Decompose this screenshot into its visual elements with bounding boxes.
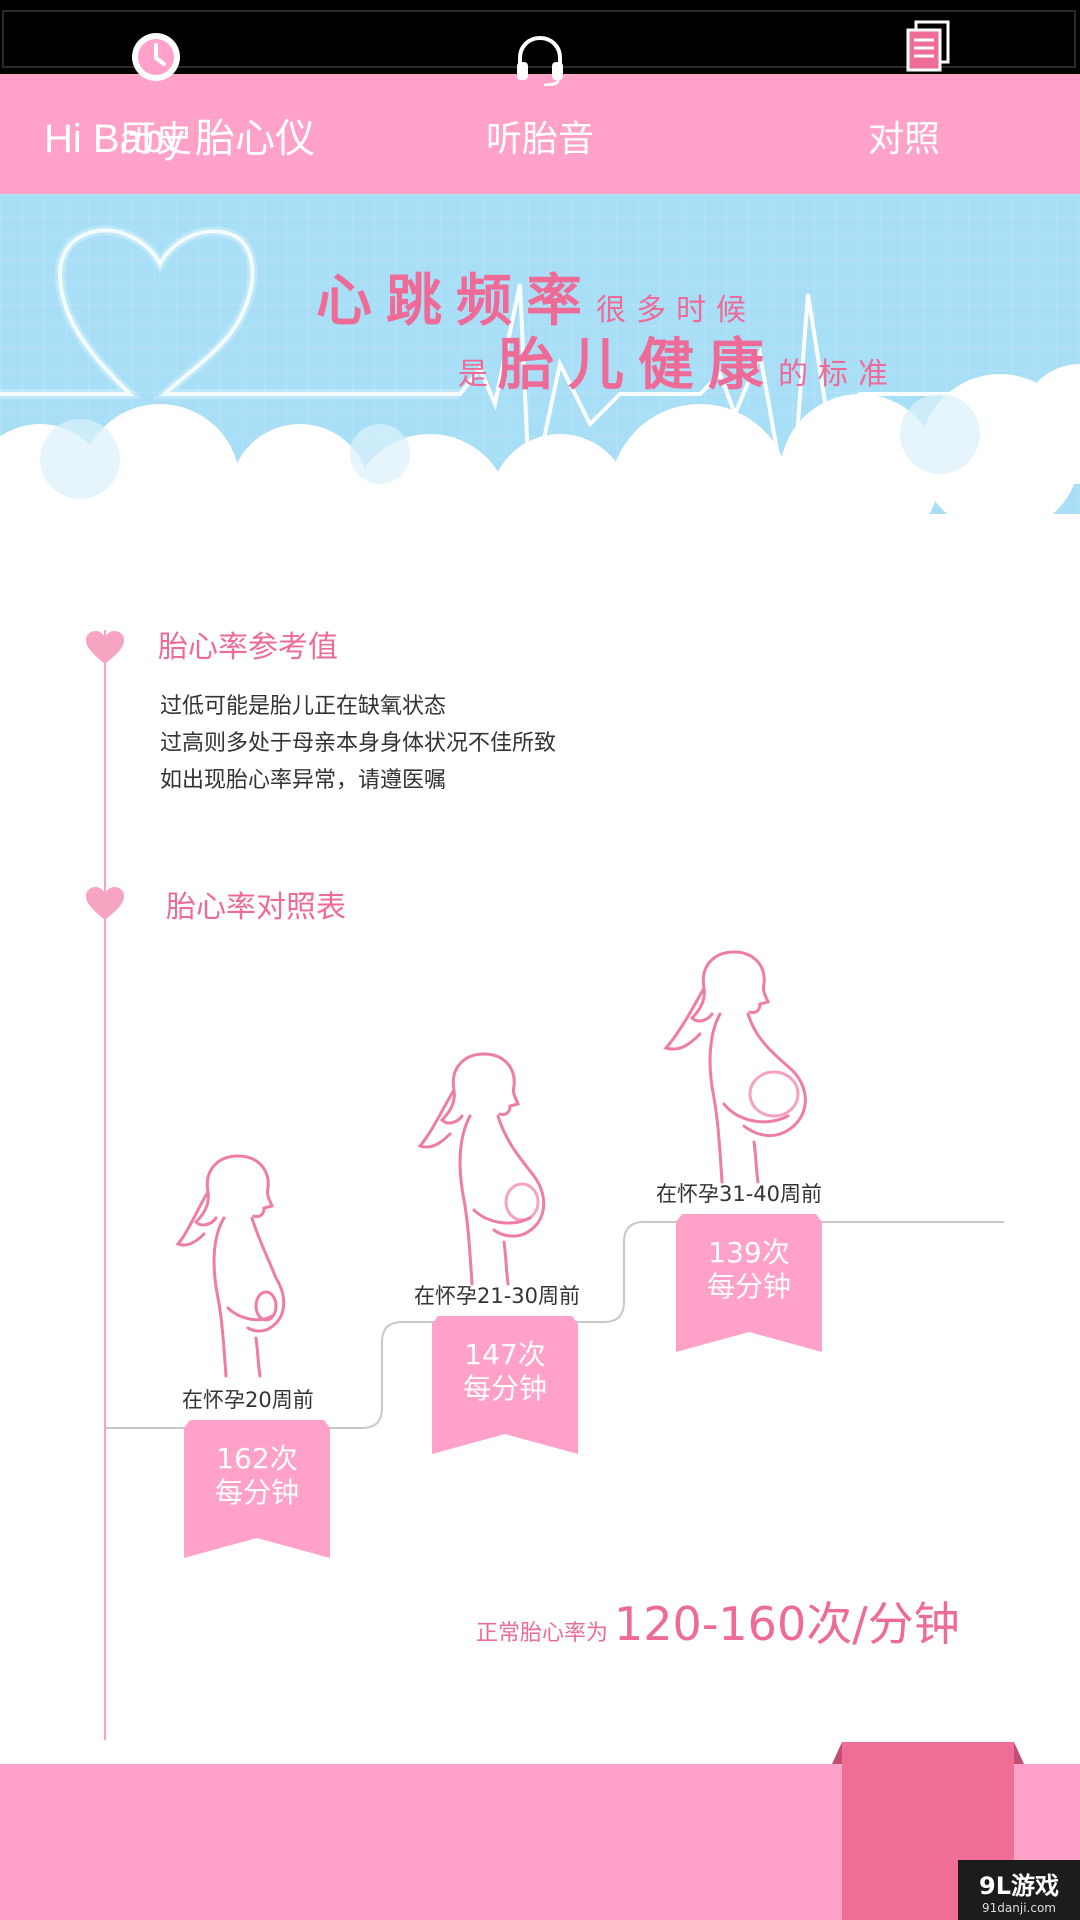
rate-ribbon-31-40w: 139次 每分钟	[676, 1214, 822, 1352]
pregnant-woman-31-40w-illustration	[663, 950, 807, 1184]
reference-line: 如出现胎心率异常，请遵医嘱	[160, 768, 447, 793]
document-icon	[906, 20, 950, 72]
banner-standard: 的标准	[778, 357, 898, 392]
normal-rate-label: 正常胎心率为	[476, 1621, 609, 1646]
nav-history-label: 历史	[119, 119, 192, 160]
watermark-logo: 9L游戏 91danji.com	[958, 1860, 1080, 1920]
normal-rate-value: 120-160次/分钟	[614, 1597, 960, 1651]
banner-heart-rate: 心跳频率	[316, 268, 596, 334]
nav-compare[interactable]: 对照	[842, 0, 1014, 160]
reference-line: 过低可能是胎儿正在缺氧状态	[160, 694, 447, 719]
app-bar: Hi Baby 胎心仪	[0, 74, 1080, 194]
rate-value: 139次	[708, 1236, 790, 1269]
stage-label-31-40w: 在怀孕31-40周前	[656, 1182, 823, 1206]
reference-line: 过高则多处于母亲本身身体状况不佳所致	[160, 731, 557, 756]
banner-line-2: 是胎儿健康的标准	[458, 320, 898, 401]
watermark-main: 9L游戏	[979, 1872, 1059, 1900]
headphones-icon	[517, 35, 563, 86]
timeline-line	[104, 630, 106, 1740]
pregnant-woman-21-30w-illustration	[417, 1052, 546, 1286]
app-title: Hi Baby 胎心仪	[44, 117, 316, 161]
active-tab-flap-right	[1014, 1742, 1024, 1764]
comparison-title: 胎心率对照表	[166, 890, 346, 925]
rate-ribbon-20w: 162次 每分钟	[184, 1420, 330, 1558]
heart-marker-icon	[86, 631, 124, 664]
heart-marker-icon	[86, 887, 124, 920]
pregnant-woman-20w-illustration	[175, 1154, 286, 1378]
banner-fetal-health: 胎儿健康	[498, 332, 778, 398]
stage-label-21-30w: 在怀孕21-30周前	[414, 1284, 581, 1308]
hero-banner	[0, 194, 1080, 614]
rate-value: 162次	[216, 1442, 298, 1475]
banner-often: 很多时候	[596, 293, 756, 328]
active-tab-flap-left	[832, 1742, 842, 1764]
nav-listen[interactable]: 听胎音	[444, 0, 636, 160]
rate-value: 147次	[464, 1338, 546, 1371]
reference-title: 胎心率参考值	[158, 630, 338, 665]
rate-unit: 每分钟	[462, 1372, 547, 1405]
rate-unit: 每分钟	[214, 1476, 299, 1509]
banner-illustration	[0, 194, 1080, 614]
reference-text: 过低可能是胎儿正在缺氧状态 过高则多处于母亲本身身体状况不佳所致 如出现胎心率异…	[160, 688, 556, 799]
rate-unit: 每分钟	[706, 1270, 791, 1303]
banner-line-1: 心跳频率很多时候	[316, 256, 756, 337]
nav-history[interactable]: 历史	[72, 0, 240, 160]
nav-listen-label: 听胎音	[485, 119, 594, 160]
rate-ribbon-21-30w: 147次 每分钟	[432, 1316, 578, 1454]
nav-compare-label: 对照	[868, 119, 941, 160]
stage-label-20w: 在怀孕20周前	[182, 1388, 314, 1412]
clock-icon	[132, 33, 180, 81]
watermark-sub: 91danji.com	[982, 1901, 1056, 1915]
banner-is: 是	[458, 357, 498, 392]
